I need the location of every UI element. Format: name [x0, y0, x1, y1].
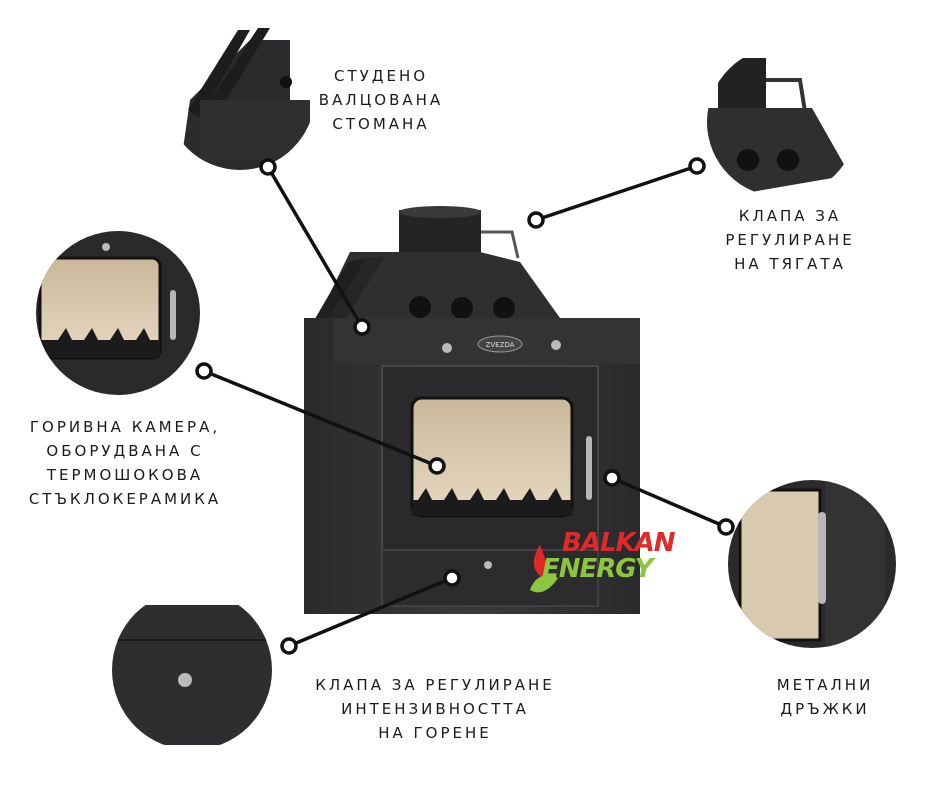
- door-glass: [410, 396, 574, 518]
- brand-logo: BALKAN ENERGY: [522, 528, 682, 608]
- dot-burn-end: [443, 569, 461, 587]
- dot-handles-end: [603, 469, 621, 487]
- label-chamber-line-3: ТЕРМОШОКОВА: [46, 466, 204, 484]
- door-handle: [586, 436, 592, 500]
- zoom-chamber: [36, 231, 200, 395]
- label-draft: КЛАПА ЗА РЕГУЛИРАНЕ НА ТЯГАТА: [715, 204, 865, 276]
- pointer-line-chamber: [203, 369, 438, 468]
- zoom-burn: [112, 590, 272, 750]
- label-burn-line-2: ИНТЕНЗИВНОСТТА: [341, 700, 529, 718]
- dot-chamber-end: [428, 457, 446, 475]
- zoom-handles: [728, 480, 896, 648]
- label-chamber-line-2: ОБОРУДВАНА С: [46, 442, 204, 460]
- dot-chamber-start: [195, 362, 213, 380]
- stove-main: ZVEZDA: [304, 206, 640, 614]
- dot-draft-start: [688, 157, 706, 175]
- brand-logo-line1: BALKAN: [562, 528, 676, 558]
- label-burn-line-1: КЛАПА ЗА РЕГУЛИРАНЕ: [315, 676, 555, 694]
- label-steel: СТУДЕНО ВАЛЦОВАНА СТОМАНА: [306, 64, 456, 136]
- label-draft-line-1: КЛАПА ЗА: [738, 207, 842, 225]
- pointer-line-handles: [611, 476, 727, 529]
- label-draft-line-3: НА ТЯГАТА: [734, 255, 846, 273]
- brand-plate: [477, 335, 523, 353]
- dot-draft-end: [527, 211, 545, 229]
- top-knob-left: [442, 343, 452, 353]
- ash-drawer: [381, 549, 599, 607]
- zoom-draft: [707, 47, 857, 197]
- draft-hole-3: [493, 297, 515, 319]
- label-chamber-line-1: ГОРИВНА КАМЕРА,: [29, 418, 221, 436]
- pointer-line-steel: [266, 166, 364, 328]
- label-chamber: ГОРИВНА КАМЕРА, ОБОРУДВАНА С ТЕРМОШОКОВА…: [20, 415, 230, 511]
- label-steel-line-2: ВАЛЦОВАНА: [318, 91, 444, 109]
- label-steel-line-3: СТОМАНА: [332, 115, 430, 133]
- brand-logo-line2: ENERGY: [542, 554, 653, 584]
- pointer-line-burn: [288, 576, 453, 648]
- label-chamber-line-4: СТЪКЛОКЕРАМИКА: [28, 490, 222, 508]
- pointer-dots: [195, 157, 735, 655]
- draft-lever: [481, 230, 520, 259]
- top-knob-right: [551, 340, 561, 350]
- dot-handles-start: [717, 518, 735, 536]
- logo-leaf-icon: [530, 545, 558, 593]
- dot-steel-end: [353, 318, 371, 336]
- label-burn-line-3: НА ГОРЕНЕ: [378, 724, 492, 742]
- label-draft-line-2: РЕГУЛИРАНЕ: [725, 231, 855, 249]
- label-burn: КЛАПА ЗА РЕГУЛИРАНЕ ИНТЕНЗИВНОСТТА НА ГО…: [305, 673, 565, 745]
- zoom-steel: [165, 20, 315, 170]
- label-steel-line-1: СТУДЕНО: [333, 67, 429, 85]
- brand-plate-text: ZVEZDA: [486, 341, 515, 349]
- draft-hole-1: [409, 296, 431, 318]
- draft-hole-2: [451, 297, 473, 319]
- label-handles-line-2: ДРЪЖКИ: [780, 700, 870, 718]
- dot-burn-start: [280, 637, 298, 655]
- label-handles: МЕТАЛНИ ДРЪЖКИ: [760, 673, 890, 721]
- label-handles-line-1: МЕТАЛНИ: [776, 676, 874, 694]
- pointers: [203, 164, 727, 648]
- pointer-line-draft: [535, 164, 698, 222]
- dot-steel-start: [259, 158, 277, 176]
